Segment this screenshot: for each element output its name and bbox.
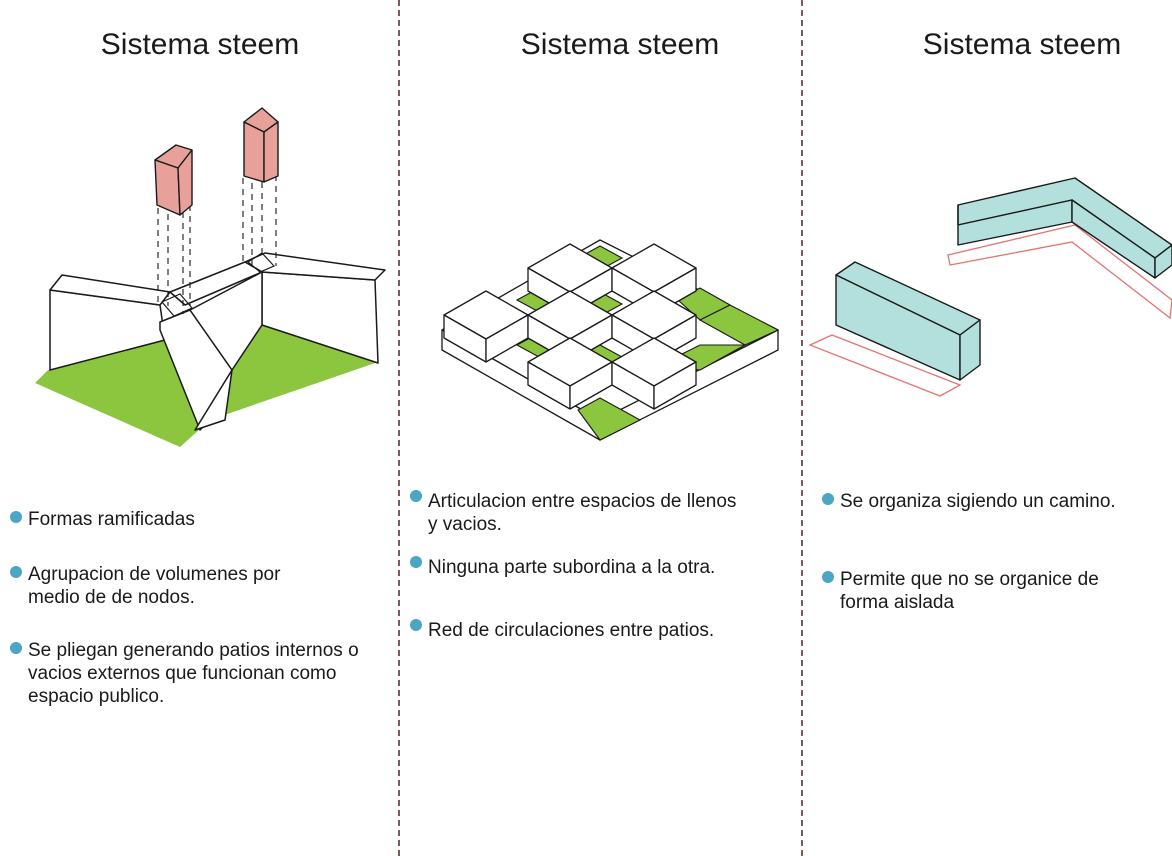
pink-node-volumes <box>154 107 279 216</box>
list-item: Se pliegan generando patios internos o v… <box>10 639 390 708</box>
list-item: Formas ramificadas <box>10 508 390 531</box>
list-item: Permite que no se organice de forma aisl… <box>822 568 1167 614</box>
column-1-title: Sistema steem <box>100 28 300 61</box>
checkerboard-diagram <box>441 239 780 441</box>
linear-path-diagram <box>808 177 1172 397</box>
list-item: Ninguna parte subordina a la otra. <box>410 556 780 579</box>
bullet-text: Ninguna parte subordina a la otra. <box>428 557 716 578</box>
bullet-dot-icon <box>410 619 422 631</box>
bullet-text: Se pliegan generando patios internos o v… <box>28 640 359 707</box>
white-blocks <box>443 243 697 410</box>
list-item: Red de circulaciones entre patios. <box>410 619 780 642</box>
bullet-dot-icon <box>10 511 22 523</box>
column-3-bullets: Se organiza sigiendo un camino. Permite … <box>822 490 1167 614</box>
bullet-dot-icon <box>10 566 22 578</box>
branched-volumes-diagram <box>35 107 386 447</box>
bullet-text: Permite que no se organice de forma aisl… <box>840 569 1099 613</box>
list-item: Agrupacion de volumenes por medio de de … <box>10 563 390 609</box>
bullet-dot-icon <box>410 490 422 502</box>
column-2-title: Sistema steem <box>520 28 720 61</box>
teal-volume-short <box>835 261 981 381</box>
column-1-bullets: Formas ramificadas Agrupacion de volumen… <box>10 508 390 708</box>
bullet-dot-icon <box>10 642 22 654</box>
bullet-dot-icon <box>822 571 834 583</box>
column-divider-left <box>398 0 400 856</box>
column-divider-right <box>801 0 803 856</box>
bullet-text: Red de circulaciones entre patios. <box>428 620 715 641</box>
column-3-title: Sistema steem <box>922 28 1122 61</box>
list-item: Articulacion entre espacios de llenos y … <box>410 490 780 536</box>
list-item: Se organiza sigiendo un camino. <box>822 490 1167 513</box>
bullet-text: Agrupacion de volumenes por medio de de … <box>28 564 281 608</box>
red-footprints <box>808 224 1172 397</box>
teal-volume-bent <box>957 177 1172 279</box>
projection-lines <box>157 175 277 314</box>
column-2-bullets: Articulacion entre espacios de llenos y … <box>410 490 780 642</box>
bullet-text: Se organiza sigiendo un camino. <box>840 491 1116 512</box>
bullet-text: Articulacion entre espacios de llenos y … <box>428 491 737 535</box>
bullet-dot-icon <box>822 493 834 505</box>
bullet-dot-icon <box>410 556 422 568</box>
node-markers <box>161 252 276 317</box>
branched-building-volume <box>49 252 386 431</box>
bullet-text: Formas ramificadas <box>28 509 195 530</box>
